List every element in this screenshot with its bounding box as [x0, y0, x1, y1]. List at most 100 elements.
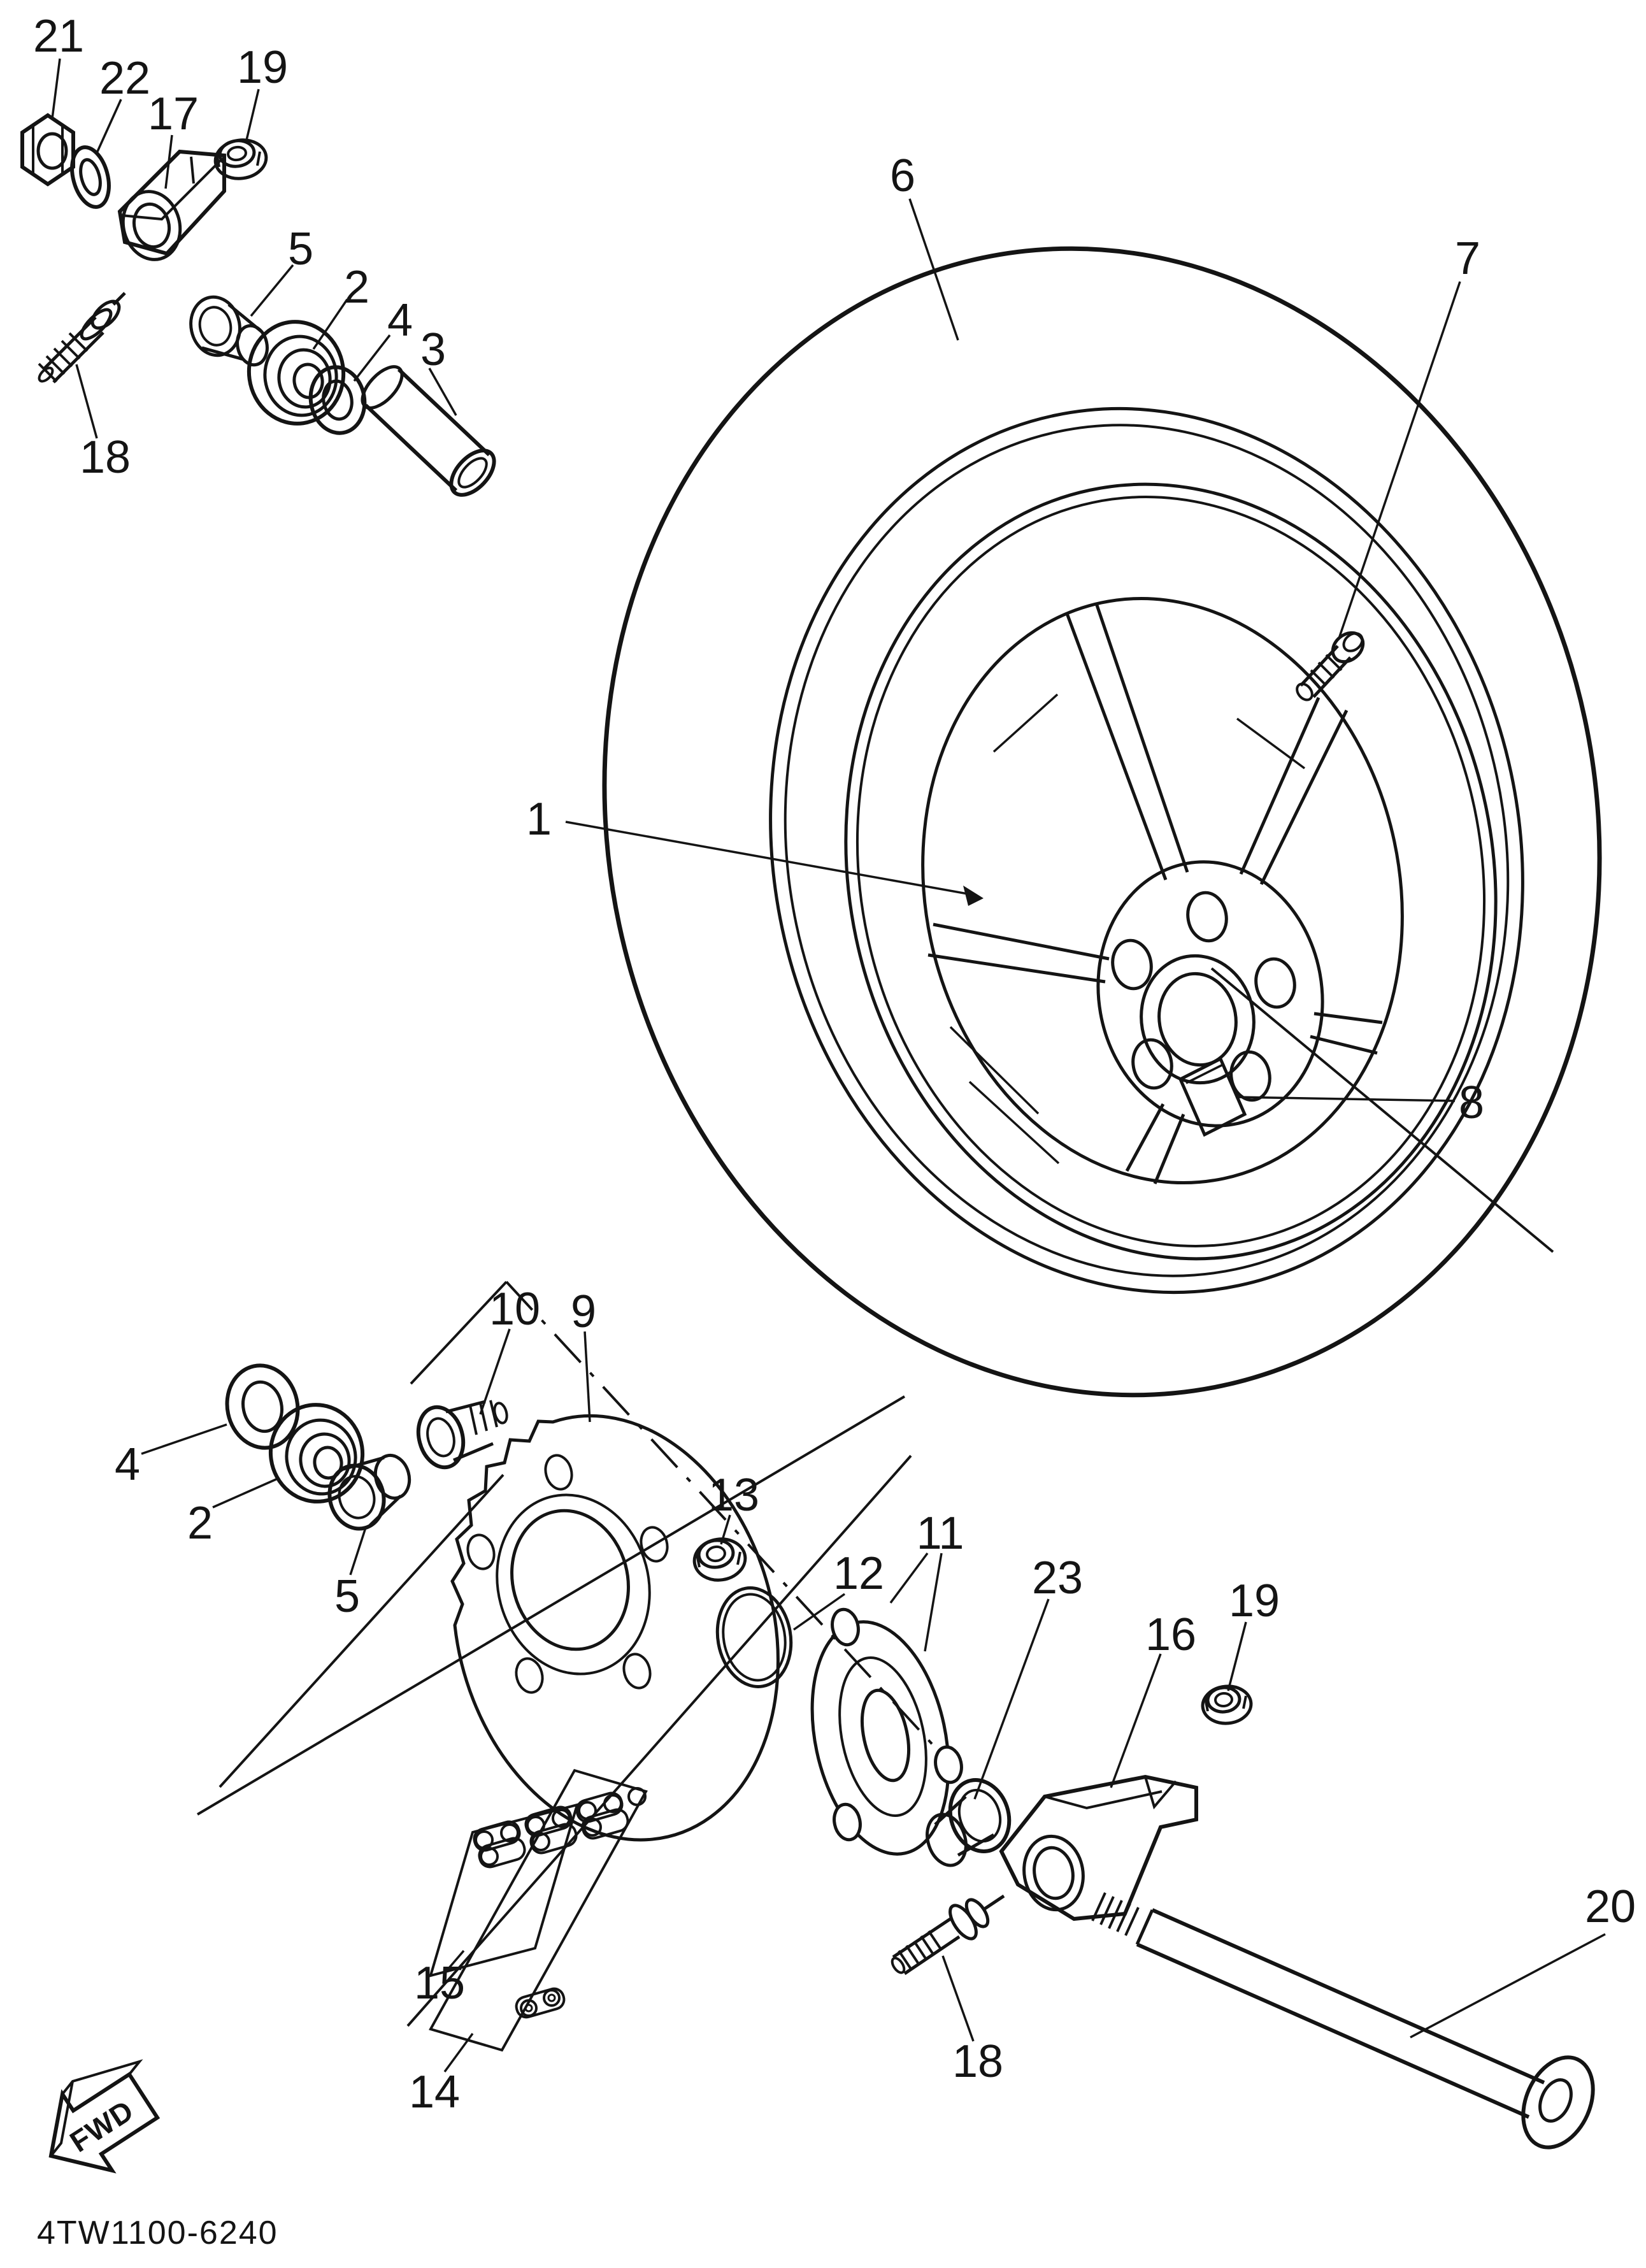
block-eye-boss: [1022, 1834, 1085, 1912]
hub-bolt-hole: [1229, 1050, 1271, 1102]
callout-15: 15: [414, 1958, 465, 2009]
adjuster-bolt-18-left: [38, 292, 126, 384]
flange-nut-13: [692, 1537, 747, 1582]
part-code: 4TW1100-6240: [37, 2214, 278, 2251]
spoke-accent: [949, 1026, 1040, 1115]
sprocket-hole: [544, 1454, 573, 1491]
leader-1-arrowhead: [963, 886, 984, 906]
callout-4a: 4: [387, 295, 413, 346]
leader-12: [792, 1593, 846, 1631]
callout-box-15: [429, 1803, 579, 1977]
axle-thread: [1124, 1907, 1140, 1936]
callout-5a: 5: [288, 224, 313, 275]
callout-12: 12: [833, 1548, 884, 1599]
axle-head-hole: [1538, 2078, 1573, 2123]
tube-edge: [397, 368, 491, 457]
callout-10: 10: [489, 1284, 540, 1335]
bolt-thread: [927, 1930, 943, 1951]
pin-thread: [469, 1405, 478, 1435]
chain-roller: [603, 1794, 622, 1813]
tire-sidewall-inner: [769, 407, 1524, 1294]
sticker-inner-line: [1185, 1063, 1225, 1084]
tube-edge: [364, 403, 458, 492]
axle-thread: [1116, 1903, 1131, 1932]
collar-flange-inner: [198, 306, 233, 347]
callout-11: 11: [917, 1508, 964, 1559]
flange-nut-21: [20, 113, 75, 187]
bearing-bore: [292, 362, 324, 399]
bolt-tip: [112, 292, 126, 306]
bolt-thread: [898, 1949, 913, 1971]
axle-head: [1521, 2055, 1595, 2150]
link-pin: [547, 1993, 556, 2002]
nut-facet: [1242, 1695, 1247, 1709]
leader-6: [908, 198, 959, 341]
washer-inner: [241, 1380, 283, 1433]
chain-roller: [500, 1823, 519, 1842]
rear-sprocket-9: [450, 1414, 780, 1842]
valve-stem: [1296, 631, 1365, 701]
flange-nut-19-right: [1201, 1684, 1253, 1725]
nut-hole: [227, 145, 247, 162]
rim-outer-lip: [844, 482, 1498, 1261]
bearing-ring: [263, 334, 338, 417]
damper-pin-10: [416, 1400, 508, 1470]
bolt-thread: [920, 1935, 935, 1956]
leader-21: [51, 58, 61, 119]
callout-1: 1: [526, 794, 552, 845]
block-body: [117, 149, 226, 256]
fwd-arrow-3d-edge: [50, 2059, 143, 2157]
spoke-line: [1153, 1114, 1185, 1184]
leader-2b: [212, 1477, 280, 1509]
leader-4b: [141, 1423, 227, 1455]
chain-roller: [526, 1816, 545, 1835]
frame-lines: [196, 967, 1554, 2027]
chain-roller: [627, 1787, 647, 1806]
washer-4-bottom: [225, 1363, 300, 1450]
bolt-thread: [53, 347, 73, 368]
chain-plate: [473, 1820, 521, 1852]
collar-edge: [934, 1795, 967, 1826]
collar-5-bottom: [327, 1453, 412, 1531]
leader-18b: [941, 1955, 975, 2042]
leader-18a: [75, 364, 98, 439]
callout-18a: 18: [80, 432, 131, 483]
callout-5b: 5: [334, 1571, 360, 1622]
bolt-thread: [68, 332, 89, 352]
spoke-line: [927, 953, 1106, 984]
chain-plate: [529, 1823, 578, 1855]
rim-outer-lip-inner: [855, 496, 1486, 1247]
leader-17: [164, 134, 173, 189]
callout-labels: 1 2 2 3 4 4 5 5 6 7 8 9 10 11 12 13 14 1…: [33, 11, 1636, 2118]
chain-plate: [581, 1808, 629, 1840]
sprocket-disc: [450, 1414, 780, 1842]
bolt-thread: [905, 1944, 920, 1966]
axle-cluster-top: [20, 113, 496, 497]
plate-notch: [934, 1745, 963, 1784]
bearing-outer: [247, 320, 346, 426]
washer-22: [70, 145, 111, 209]
pin-thread: [479, 1402, 488, 1432]
bolt-thread: [61, 340, 81, 360]
collar-flange: [948, 1778, 1012, 1853]
chain-roller: [552, 1809, 571, 1828]
spoke-line: [1125, 1103, 1165, 1172]
pin-edge: [453, 1442, 494, 1462]
chain-roller: [480, 1847, 499, 1866]
callout-18b: 18: [952, 2036, 1003, 2087]
sprocket-boss: [496, 1493, 651, 1676]
tube-opening: [449, 449, 496, 497]
collar-flange-inner: [957, 1788, 1002, 1843]
block-notch: [1144, 1776, 1177, 1810]
callout-2b: 2: [187, 1498, 213, 1549]
retainer-plate-11: [810, 1607, 963, 1856]
leader-15: [447, 1949, 465, 1970]
collar-edge: [369, 1495, 402, 1526]
valve-thread: [1317, 661, 1335, 679]
block-body: [999, 1774, 1198, 1921]
hub-center-hole: [1157, 972, 1238, 1067]
valve-thread: [1325, 654, 1343, 671]
callout-13: 13: [708, 1470, 759, 1521]
bearing-2-top: [247, 320, 346, 426]
